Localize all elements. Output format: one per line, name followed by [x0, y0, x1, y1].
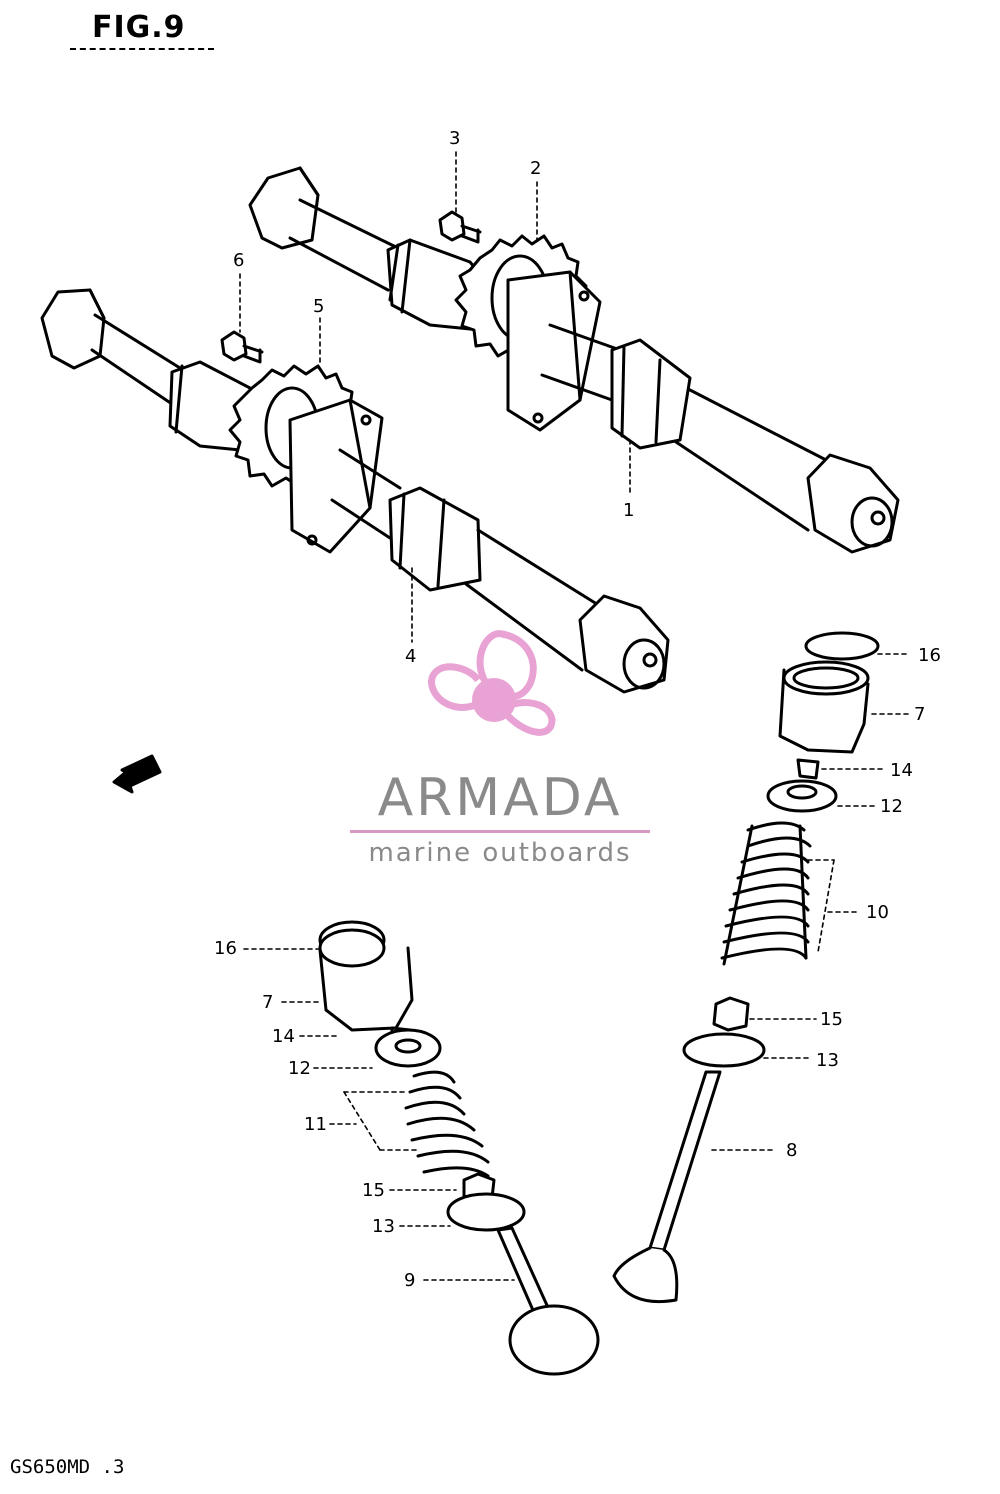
callout-2: 2 — [530, 158, 542, 179]
title-underline — [70, 48, 214, 50]
callout-10: 12 — [880, 796, 903, 817]
camshaft-upper — [248, 166, 900, 554]
camshaft-lower — [40, 288, 670, 694]
callout-3: 1 — [623, 500, 635, 521]
callout-1: 3 — [449, 128, 461, 149]
callout-4: 5 — [313, 296, 325, 317]
callout-19: 11 — [304, 1114, 327, 1135]
callout-22: 9 — [404, 1270, 416, 1291]
callout-8: 7 — [914, 704, 926, 725]
callout-16: 7 — [262, 992, 274, 1013]
model-code-footer: GS650MD .3 — [10, 1456, 125, 1478]
callout-6: 4 — [405, 646, 417, 667]
callout-17: 14 — [272, 1026, 295, 1047]
armada-logo-propeller — [428, 630, 556, 736]
valve-assembly-left — [318, 920, 600, 1376]
callout-7: 16 — [918, 645, 941, 666]
callout-21: 13 — [372, 1216, 395, 1237]
sprocket-bolt-upper — [438, 210, 482, 244]
watermark-divider — [350, 830, 650, 833]
callout-14: 8 — [786, 1140, 798, 1161]
callout-11: 10 — [866, 902, 889, 923]
valve-assembly-right — [612, 631, 880, 1304]
callout-15: 16 — [214, 938, 237, 959]
callout-18: 12 — [288, 1058, 311, 1079]
callout-12: 15 — [820, 1009, 843, 1030]
callout-5: 6 — [233, 250, 245, 271]
sprocket-bolt-lower — [220, 330, 264, 364]
callout-9: 14 — [890, 760, 913, 781]
watermark-tagline: marine outboards — [368, 838, 632, 868]
callout-20: 15 — [362, 1180, 385, 1201]
watermark-brand-name: ARMADA — [377, 768, 623, 828]
leader-lines — [239, 151, 911, 1281]
fwd-direction-arrow — [112, 754, 162, 794]
figure-title: FIG.9 — [92, 10, 186, 45]
callout-13: 13 — [816, 1050, 839, 1071]
